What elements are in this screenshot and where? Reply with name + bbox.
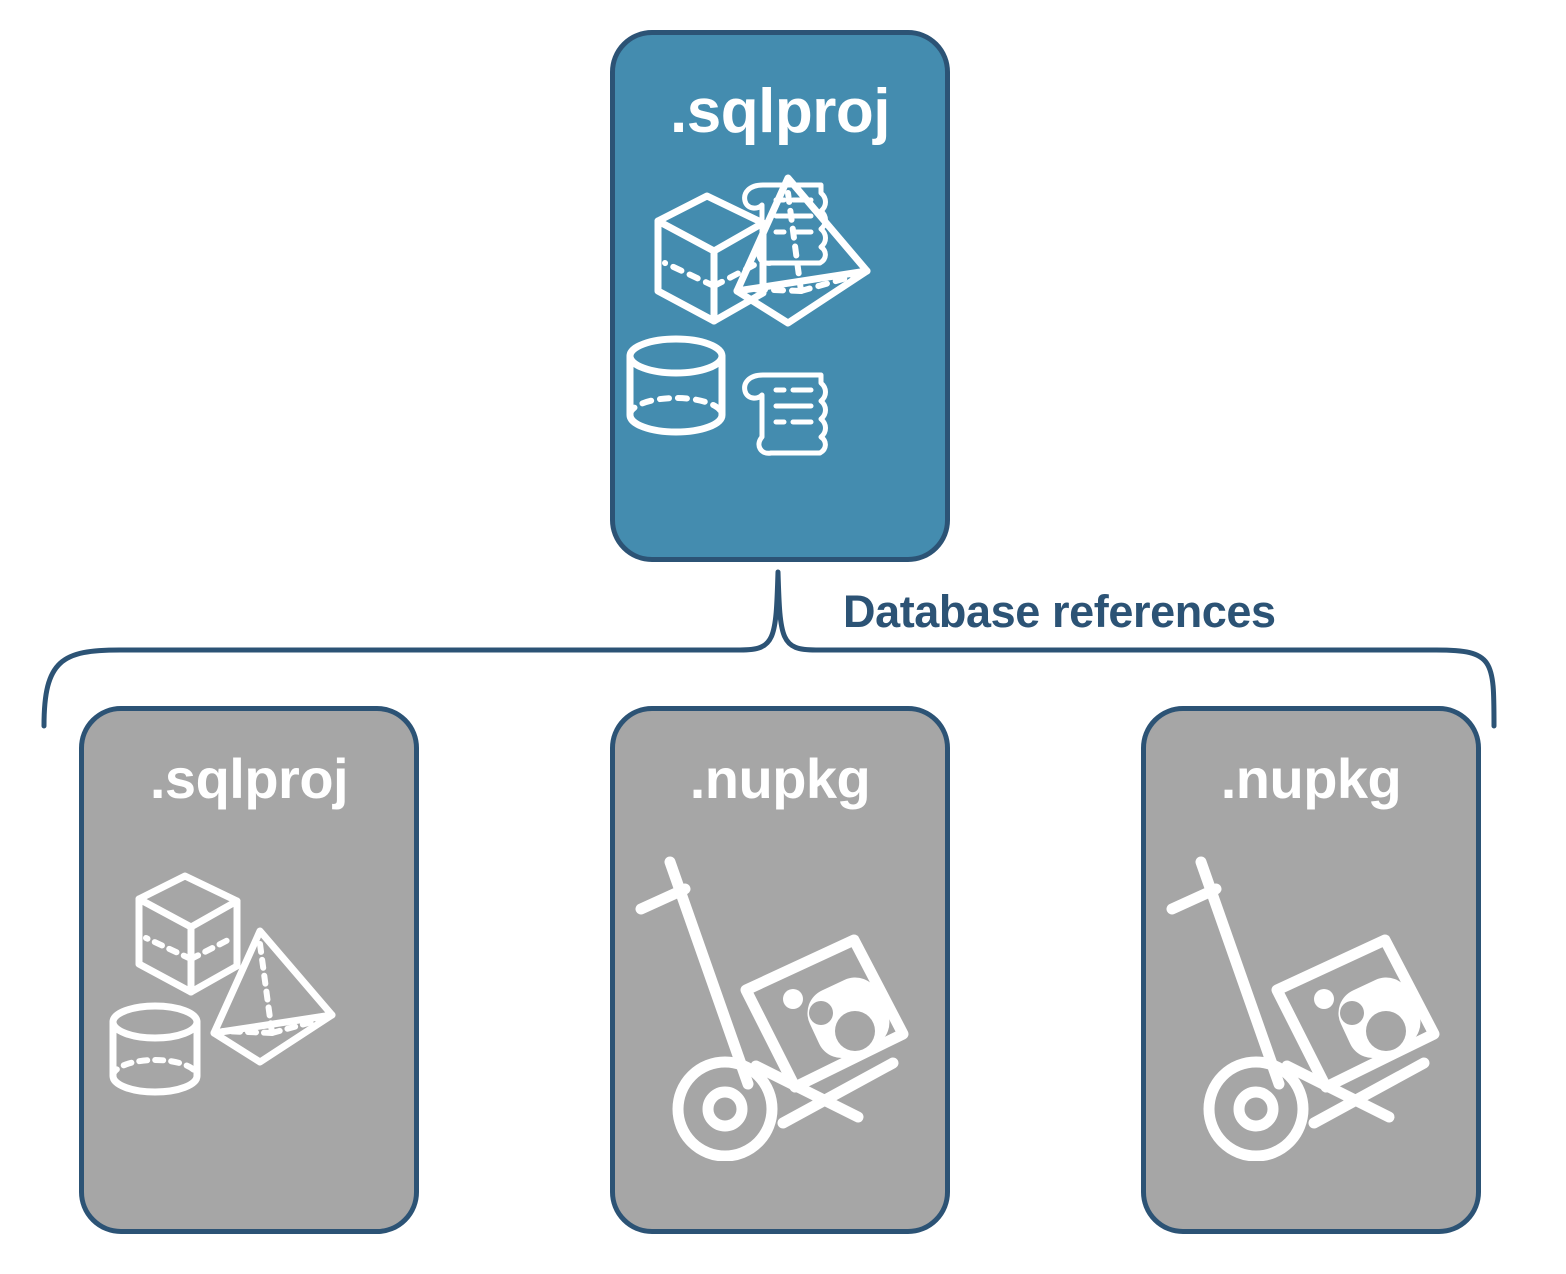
card-title-nupkg-2: .nupkg — [1220, 747, 1402, 810]
nupkg-icon-group-1 — [635, 856, 909, 1161]
cube-icon — [135, 872, 241, 996]
card-sqlproj-main[interactable]: .sqlproj — [610, 30, 950, 562]
card-nupkg-2[interactable]: .nupkg — [1141, 706, 1481, 1234]
scroll-icon — [742, 182, 828, 266]
hand-truck-package-icon — [635, 856, 909, 1161]
cylinder-icon — [626, 335, 726, 436]
sqlproj-main-icon-group — [626, 174, 871, 456]
card-nupkg-1[interactable]: .nupkg — [610, 706, 950, 1234]
card-sqlproj-reference[interactable]: .sqlproj — [79, 706, 419, 1234]
card-title-nupkg-1: .nupkg — [689, 747, 871, 810]
card-title-sqlproj-main: .sqlproj — [670, 77, 890, 146]
brace-label: Database references — [843, 586, 1276, 637]
hand-truck-package-icon — [1166, 856, 1440, 1161]
card-title-sqlproj-reference: .sqlproj — [149, 747, 349, 810]
nupkg-icon-group-2 — [1166, 856, 1440, 1161]
cylinder-icon — [109, 1002, 201, 1096]
sqlproj-reference-icon-group — [109, 872, 336, 1096]
pyramid-icon — [210, 927, 336, 1066]
scroll-icon — [742, 372, 828, 456]
cube-icon — [654, 192, 767, 325]
pyramid-icon — [733, 174, 871, 327]
